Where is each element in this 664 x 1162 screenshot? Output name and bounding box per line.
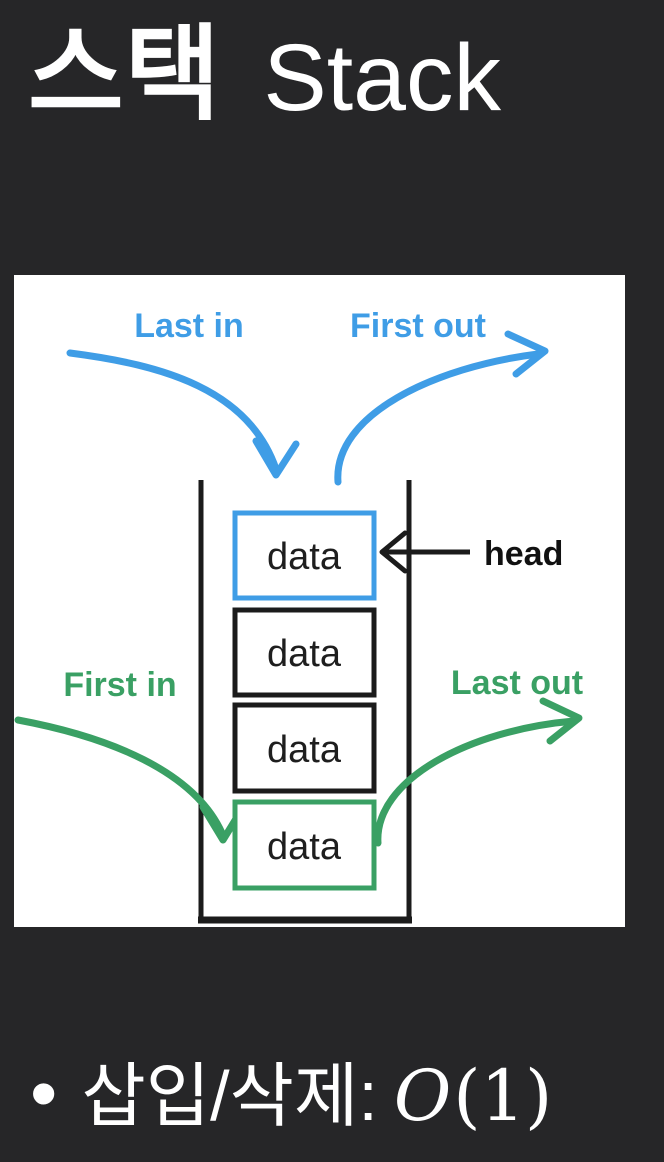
stack-item-box: [232, 607, 377, 698]
head-arrowhead-icon: [379, 530, 408, 574]
stack-item-label: data: [267, 633, 342, 675]
bullet-icon: •: [30, 1049, 58, 1137]
stack-diagram: data data data data head Last in First o…: [14, 275, 625, 927]
first-out-arrowhead-icon: [504, 330, 549, 378]
first-out-arrow: [334, 350, 542, 486]
last-out-label: Last out: [451, 664, 583, 702]
last-out-arrow: [374, 717, 578, 847]
stack-item-label: data: [267, 826, 342, 868]
stack-diagram-canvas: data data data data head Last in First o…: [14, 307, 583, 924]
last-in-arrow: [66, 349, 280, 473]
stack-item-box: [232, 702, 377, 794]
page-title: 스택 Stack: [28, 8, 501, 143]
bullet-text: 삽입/삭제:: [81, 1057, 378, 1135]
stack-item-label: data: [267, 536, 342, 578]
first-in-label: First in: [63, 666, 176, 704]
last-out-arrowhead-icon: [539, 697, 583, 745]
last-in-arrowhead-icon: [252, 437, 300, 479]
stack-item-box-top: [232, 510, 377, 601]
big-o-symbol: O: [393, 1055, 452, 1137]
complexity-bullet: • 삽입/삭제: O (1): [30, 1040, 664, 1141]
first-out-label: First out: [350, 307, 486, 345]
stack-item-box-bottom: [232, 799, 377, 891]
stack-item-label: data: [267, 729, 342, 771]
big-o-argument: (1): [453, 1055, 553, 1137]
last-in-label: Last in: [134, 307, 244, 345]
first-in-arrow: [14, 716, 226, 837]
head-label: head: [484, 535, 563, 573]
title-korean: 스택: [28, 17, 222, 133]
title-english: Stack: [263, 25, 501, 131]
